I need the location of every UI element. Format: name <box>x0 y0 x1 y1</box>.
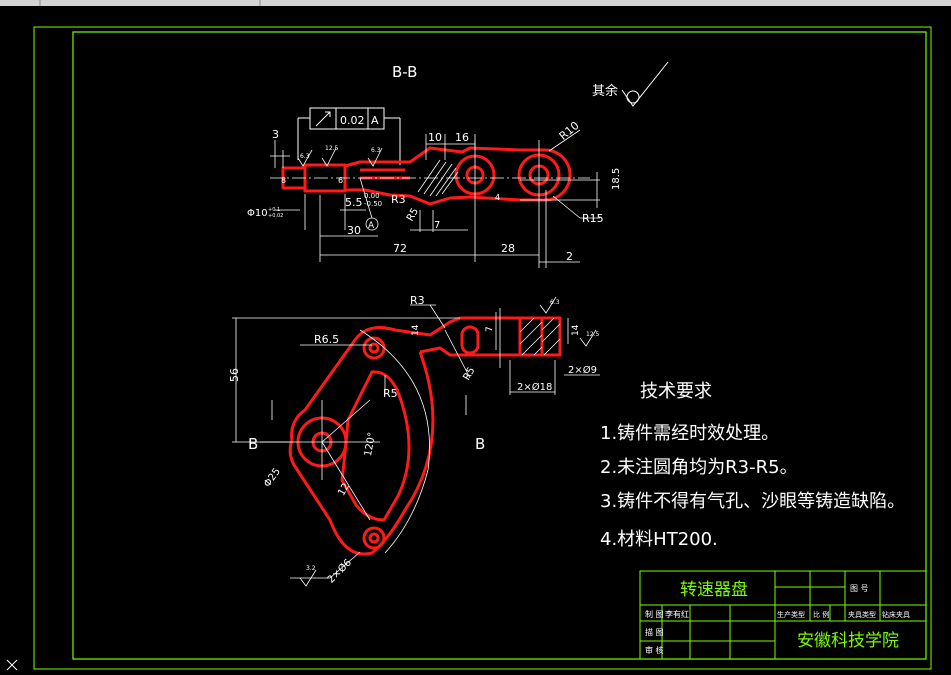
dim-phi10-upper: +0.1 <box>268 207 280 213</box>
dim-tol-upper: 0.00 <box>364 192 380 200</box>
plan-dim-120: 120° <box>363 431 378 457</box>
plan-dim-r5: R5 <box>383 387 398 400</box>
plan-rough-12-5: 12.5 <box>586 331 600 338</box>
reviewer-label: 审 核 <box>645 645 664 655</box>
plan-dim-2x18: 2×Ø18 <box>517 381 552 393</box>
tech-item-1: 1.铸件需经时效处理。 <box>600 423 779 444</box>
tech-item-3: 3.铸件不得有气孔、沙眼等铸造缺陷。 <box>600 491 905 512</box>
section-dim-lines <box>270 129 600 268</box>
rough-6-3-b: 6.3 <box>371 147 381 154</box>
cut-b-left: B <box>248 435 258 453</box>
plan-dim-2x9: 2×Ø9 <box>568 364 597 376</box>
section-outline <box>281 146 572 206</box>
plan-dim-14b: 14 <box>571 324 581 336</box>
dim-2: 2 <box>566 250 573 263</box>
datum-a-circle: A <box>368 221 375 231</box>
title-block <box>639 570 927 660</box>
dim-r10: R10 <box>557 119 582 143</box>
designer-name: 李有红 <box>665 609 689 619</box>
dim-16: 16 <box>455 131 469 144</box>
sheet-inner-border <box>72 31 927 660</box>
plan-dim-phi25: Φ25 <box>262 466 283 489</box>
fixture-label: 夹具类型 <box>848 610 876 619</box>
dim-phi10-lower: +0.02 <box>268 213 283 219</box>
plan-dim-lines <box>232 296 600 587</box>
fixture-value: 钻床夹具 <box>882 610 910 619</box>
tolerance-frame <box>297 107 401 165</box>
tech-item-2: 2.未注圆角均为R3-R5。 <box>600 457 798 478</box>
tech-title: 技术要求 <box>640 381 712 402</box>
school-name: 安徽科技学院 <box>797 631 899 651</box>
dim-8: 8 <box>281 176 286 185</box>
designer-label: 制 图 <box>645 609 664 619</box>
dim-r15: R15 <box>582 212 604 225</box>
section-label: B-B <box>392 63 417 81</box>
dim-phi10: Φ10 <box>247 208 268 219</box>
ratio-label: 比 例 <box>813 610 829 619</box>
plan-dim-7: 7 <box>485 326 495 332</box>
part-name: 转速器盘 <box>680 580 748 600</box>
sheet-outer-border <box>33 26 932 670</box>
plan-dim-2x6: 2×Ø6 <box>325 557 354 586</box>
checker-label: 描 图 <box>645 627 664 637</box>
tech-item-4: 4.材料HT200. <box>600 529 718 550</box>
roughness-note: 其余 <box>592 83 618 99</box>
plan-dim-r6-5: R6.5 <box>314 333 339 346</box>
plan-dim-r3: R3 <box>410 294 425 307</box>
window-top-strip <box>0 0 951 6</box>
dim-tol-lower: -0.50 <box>364 200 382 208</box>
dim-5-5: 5.5 <box>345 196 363 209</box>
phase-label: 生产类型 <box>777 610 805 619</box>
dim-3: 3 <box>272 128 279 141</box>
dim-18-5: 18.5 <box>611 168 622 190</box>
tolerance-datum: A <box>371 114 379 127</box>
cut-b-right: B <box>475 435 485 453</box>
dim-4: 4 <box>495 193 500 202</box>
dim-r3: R3 <box>391 193 406 206</box>
section-roughness-marks <box>297 147 383 167</box>
dim-7: 7 <box>434 220 440 231</box>
dim-10: 10 <box>428 131 442 144</box>
dim-30: 30 <box>347 224 361 237</box>
rough-6-3-a: 6.3 <box>300 153 310 160</box>
plan-outline <box>288 316 562 556</box>
dim-28: 28 <box>501 242 515 255</box>
dim-72: 72 <box>393 242 407 255</box>
plan-rough-6-3: 6.3 <box>550 299 560 306</box>
section-centerlines <box>270 140 590 268</box>
plan-centerlines <box>260 308 501 554</box>
roughness-symbol <box>621 61 669 107</box>
plan-dim-r5b: R5 <box>461 365 477 382</box>
dim-r5: R5 <box>405 206 421 223</box>
plan-dim-56: 56 <box>228 368 241 382</box>
plan-dim-14: 14 <box>411 324 421 336</box>
drawing-no-label: 图 号 <box>850 584 869 593</box>
dim-6: 6 <box>338 176 343 185</box>
plan-rough-3-2: 3.2 <box>306 565 316 572</box>
ucs-icon <box>6 659 18 671</box>
rough-12-5-a: 12.5 <box>325 145 339 152</box>
plan-hatch <box>519 317 561 356</box>
tolerance-value: 0.02 <box>340 114 365 127</box>
